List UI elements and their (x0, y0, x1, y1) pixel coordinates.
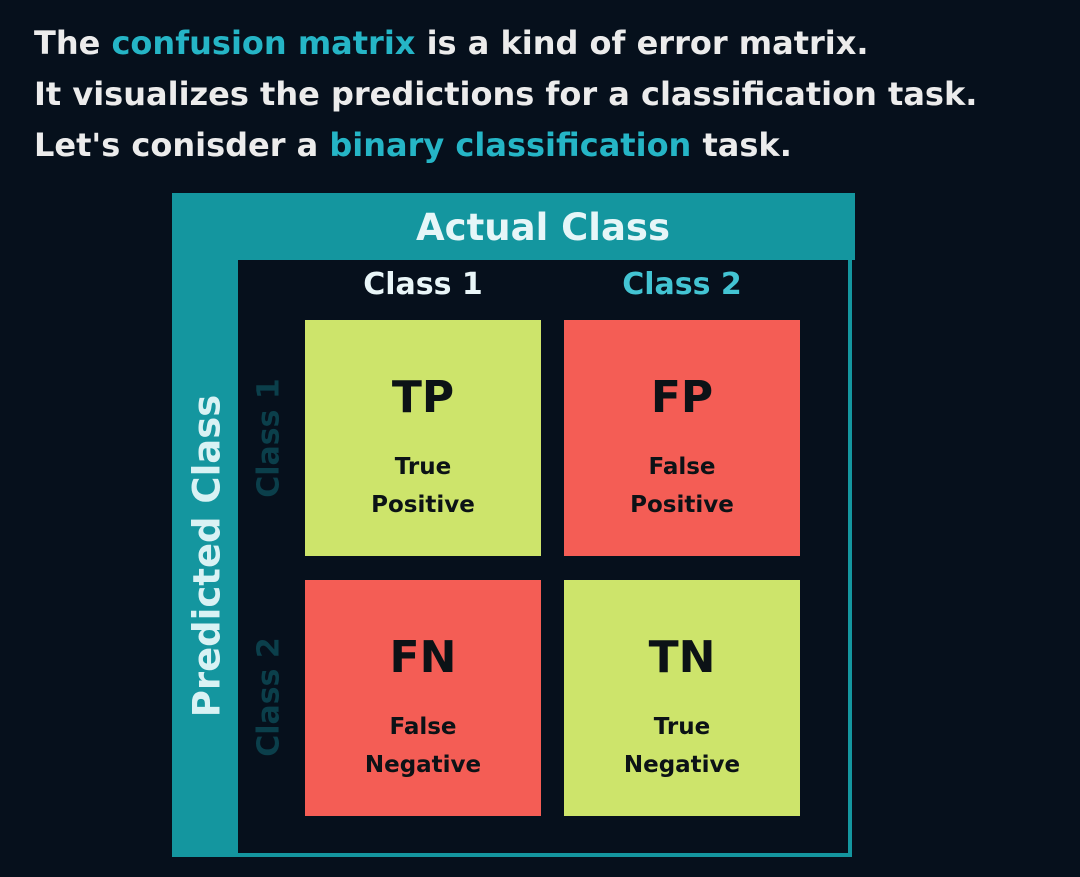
cell-description-line-1: True (394, 454, 452, 480)
intro-line-3-start: Let's conisder a (34, 126, 330, 164)
intro-line-3-end: task. (691, 126, 792, 164)
cell-abbreviation: TP (391, 372, 455, 423)
cell-abbreviation: FP (650, 372, 714, 423)
intro-text: The confusion matrix is a kind of error … (34, 18, 1074, 171)
intro-line-1-start: The (34, 24, 112, 62)
frame-top-bar (172, 193, 855, 260)
column-label-class-2: Class 2 (622, 267, 742, 302)
intro-line-1-end: is a kind of error matrix. (415, 24, 869, 62)
frame-right-edge (847, 193, 852, 857)
intro-line-3: Let's conisder a binary classification t… (34, 120, 1074, 171)
highlight-binary-classification: binary classification (329, 126, 692, 164)
row-label-class-1: Class 1 (251, 378, 287, 498)
cell-description-line-2: Positive (630, 492, 734, 518)
column-label-class-1: Class 1 (363, 267, 483, 302)
cell-description-line-1: False (648, 454, 716, 480)
cell-abbreviation: TN (648, 632, 716, 683)
cell-description-line-1: False (389, 714, 457, 740)
cell-abbreviation: FN (389, 632, 457, 683)
predicted-class-title: Predicted Class (185, 394, 229, 718)
frame-left-bar (172, 193, 239, 857)
highlight-confusion-matrix: confusion matrix (111, 24, 416, 62)
intro-line-1: The confusion matrix is a kind of error … (34, 18, 1074, 69)
row-label-class-2: Class 2 (251, 637, 287, 757)
cell-description-line-2: Positive (371, 492, 475, 518)
cell-description-line-2: Negative (364, 752, 482, 778)
intro-line-2: It visualizes the predictions for a clas… (34, 75, 978, 113)
actual-class-title: Actual Class (416, 206, 670, 249)
frame-bottom-edge (172, 852, 852, 857)
cell-description-line-2: Negative (623, 752, 741, 778)
cell-description-line-1: True (653, 714, 711, 740)
